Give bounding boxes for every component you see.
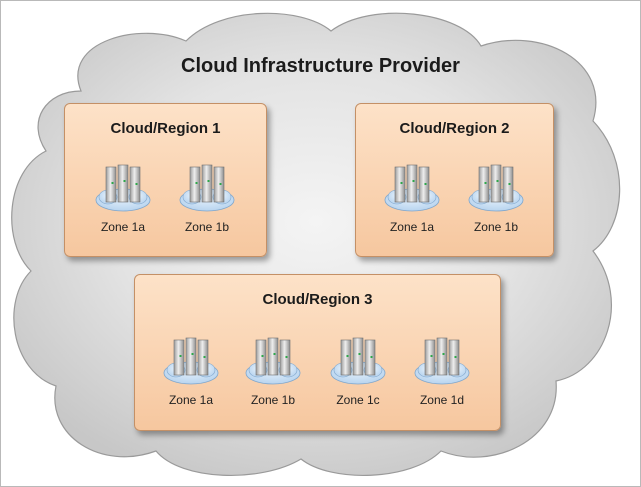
server-rack-icon	[384, 164, 440, 212]
server-rack-icon	[330, 337, 386, 385]
zone-card: Zone 1b	[165, 162, 249, 238]
region-2-box: Cloud/Region 2 Zone 1a Zone 1b	[355, 103, 554, 257]
zone-label: Zone 1b	[473, 220, 519, 234]
zone-card: Zone 1a	[370, 162, 454, 238]
zone-card: Zone 1b	[454, 162, 538, 238]
server-rack-icon	[468, 164, 524, 212]
region-1-box: Cloud/Region 1 Zone 1a Zone 1b	[64, 103, 267, 257]
region-1-title: Cloud/Region 1	[110, 120, 221, 137]
zone-label: Zone 1b	[184, 220, 230, 234]
server-rack-icon	[414, 337, 470, 385]
zone-card: Zone 1c	[316, 335, 400, 411]
provider-title: Cloud Infrastructure Provider	[181, 55, 460, 77]
server-rack-icon	[179, 164, 235, 212]
region-3-box: Cloud/Region 3 Zone 1a Zone 1b Zone 1c Z…	[134, 274, 501, 431]
zone-card: Zone 1b	[231, 335, 315, 411]
region-2-title: Cloud/Region 2	[399, 120, 510, 137]
zone-card: Zone 1d	[400, 335, 484, 411]
region-3-title: Cloud/Region 3	[262, 291, 373, 308]
zone-label: Zone 1d	[419, 393, 465, 407]
zone-label: Zone 1b	[250, 393, 296, 407]
server-rack-icon	[95, 164, 151, 212]
zone-label: Zone 1a	[168, 393, 214, 407]
zone-label: Zone 1a	[389, 220, 435, 234]
server-rack-icon	[245, 337, 301, 385]
zone-label: Zone 1a	[100, 220, 146, 234]
server-rack-icon	[163, 337, 219, 385]
zone-card: Zone 1a	[81, 162, 165, 238]
zone-card: Zone 1a	[149, 335, 233, 411]
zone-label: Zone 1c	[336, 393, 380, 407]
